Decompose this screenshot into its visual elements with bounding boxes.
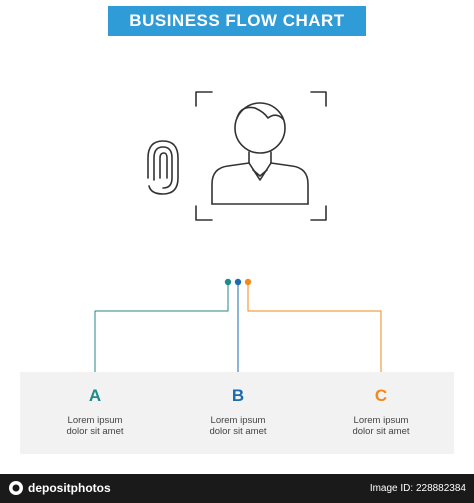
connector-dot-a xyxy=(224,278,232,286)
footer-brand: depositphotos xyxy=(28,481,111,495)
card-c xyxy=(304,372,454,454)
fingerprint-icon xyxy=(147,140,179,195)
footer-image-id: Image ID: 228882384 xyxy=(369,483,466,494)
user-scan-icon xyxy=(195,91,327,221)
page-title: BUSINESS FLOW CHART xyxy=(108,6,366,36)
card-b-text-line2: dolor sit amet xyxy=(209,426,267,437)
card-c-text-line2: dolor sit amet xyxy=(352,426,410,437)
card-b xyxy=(163,372,311,454)
card-c-letter: C xyxy=(374,386,388,405)
card-a-letter: A xyxy=(88,386,102,405)
connector-dot-b xyxy=(234,278,242,286)
connector-dot-c xyxy=(244,278,252,286)
card-a xyxy=(20,372,170,454)
card-a-text: Lorem ipsum dolor sit amet xyxy=(40,415,150,437)
card-b-letter: B xyxy=(231,386,245,405)
card-a-text-line1: Lorem ipsum xyxy=(67,415,123,426)
card-c-text: Lorem ipsum dolor sit amet xyxy=(326,415,436,437)
footer-logo: depositphotos xyxy=(8,480,111,496)
footer-bar: depositphotos Image ID: 228882384 xyxy=(0,474,474,503)
card-b-text-line1: Lorem ipsum xyxy=(210,415,266,426)
card-a-text-line2: dolor sit amet xyxy=(66,426,124,437)
card-b-text: Lorem ipsum dolor sit amet xyxy=(183,415,293,437)
card-c-text-line1: Lorem ipsum xyxy=(353,415,409,426)
depositphotos-logo-icon xyxy=(9,481,23,495)
connector-lines xyxy=(94,285,382,372)
